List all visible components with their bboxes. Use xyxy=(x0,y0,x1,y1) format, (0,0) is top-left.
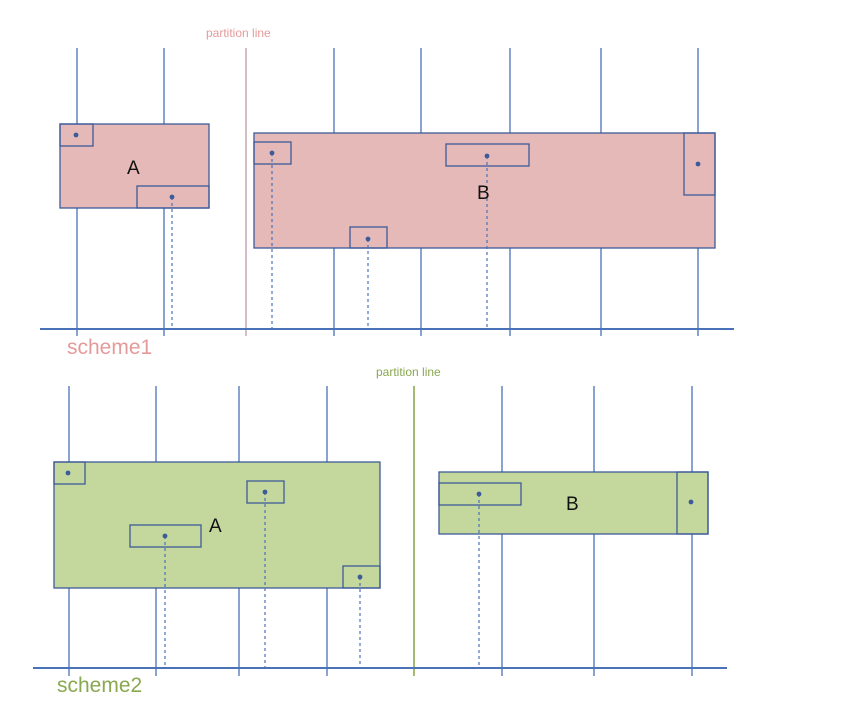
scheme1-point xyxy=(695,161,701,167)
scheme1-rect-b-label: B xyxy=(477,183,490,204)
scheme2-rect-b-subbox xyxy=(438,482,522,506)
scheme2-rect-a-subbox xyxy=(53,461,86,485)
scheme1-rect-a-subbox xyxy=(59,123,94,147)
scheme2-rect-b-label: B xyxy=(566,494,579,515)
scheme2-rect-a-subbox xyxy=(342,565,381,589)
scheme2-rect-b-subbox xyxy=(676,471,709,535)
scheme1-point xyxy=(484,153,490,159)
scheme1-rect-b xyxy=(253,132,716,249)
scheme2-point xyxy=(262,489,268,495)
scheme1-label: scheme1 xyxy=(67,336,152,359)
scheme2-point xyxy=(476,491,482,497)
scheme2-point xyxy=(688,499,694,505)
scheme1-rect-b-subbox xyxy=(683,132,716,196)
scheme2-rect-a-label: A xyxy=(209,516,222,537)
scheme2-point xyxy=(162,533,168,539)
scheme1-rect-a-subbox xyxy=(136,185,210,209)
scheme2-rect-a-subbox xyxy=(129,524,202,548)
scheme2-label: scheme2 xyxy=(57,674,142,697)
scheme1-rect-a-label: A xyxy=(127,158,140,179)
scheme1-rect-b-subbox xyxy=(253,141,292,165)
scheme2-point xyxy=(65,470,71,476)
scheme2-panel: A B partition line scheme2 xyxy=(33,365,727,697)
scheme1-partition-label: partition line xyxy=(206,26,271,40)
scheme2-rect-a-subbox xyxy=(246,480,285,504)
scheme2-partition-label: partition line xyxy=(376,365,441,379)
scheme1-panel: A B partition line scheme1 xyxy=(40,26,734,359)
scheme1-point xyxy=(365,236,371,242)
scheme1-rect-a xyxy=(59,123,210,209)
scheme2-rect-a xyxy=(53,461,381,589)
scheme1-rect-b-subbox xyxy=(445,143,530,167)
scheme2-point xyxy=(357,574,363,580)
scheme1-point xyxy=(169,194,175,200)
scheme1-point xyxy=(73,132,79,138)
scheme1-point xyxy=(269,150,275,156)
